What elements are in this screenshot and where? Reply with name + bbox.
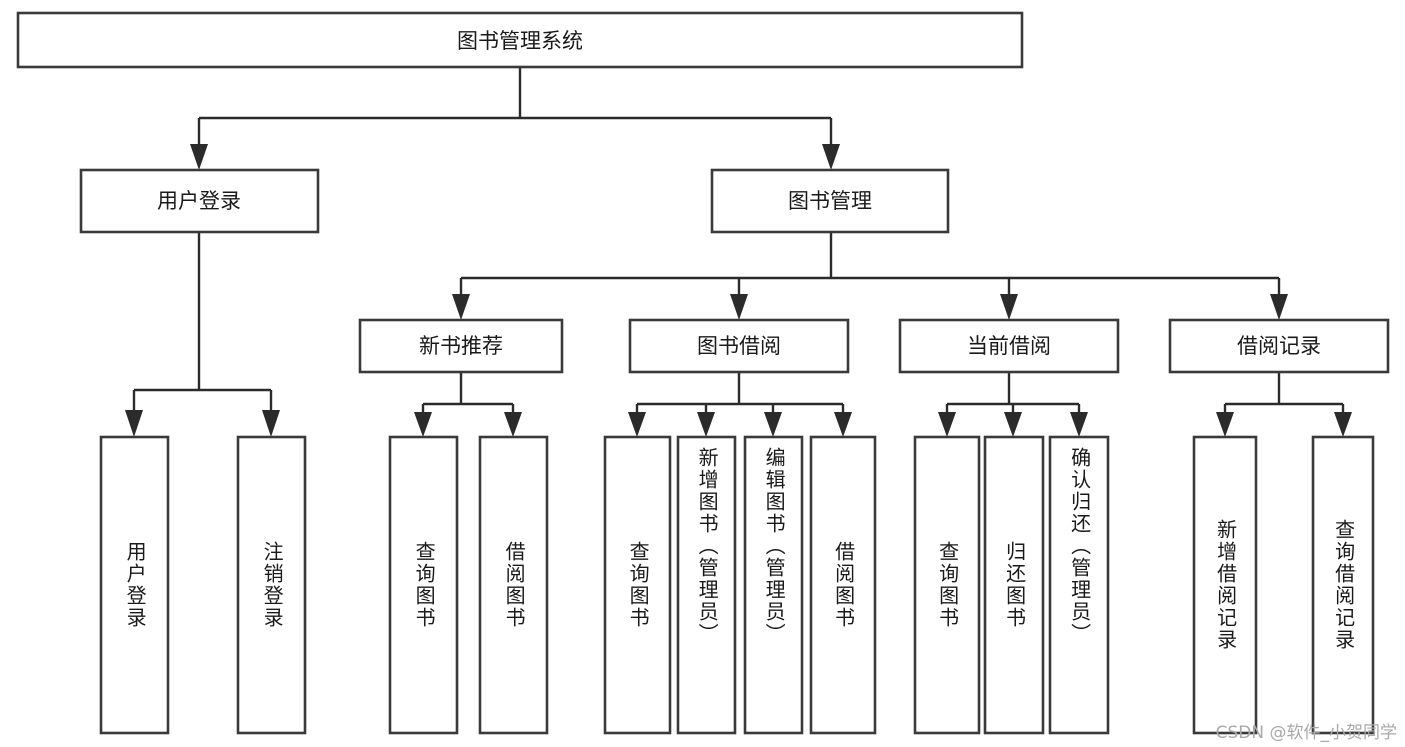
leaf-box-bb-query-book[interactable] bbox=[603, 435, 672, 735]
node-user-login[interactable]: 用户登录 bbox=[79, 168, 320, 234]
node-current-borrow-label: 当前借阅 bbox=[967, 334, 1051, 358]
watermark-text: CSDN @软件_小贺同学 bbox=[1215, 723, 1397, 743]
arrow-head-cb-leaf-1 bbox=[938, 412, 956, 437]
arrow-head-cb-leaf-3 bbox=[1070, 412, 1088, 437]
arrow-head-leaf-user-login bbox=[125, 410, 143, 437]
arrow-head-user-login bbox=[190, 144, 208, 170]
arrow-head-br-leaf-2 bbox=[1334, 412, 1352, 437]
leaf-box-bb-edit-book[interactable] bbox=[743, 435, 804, 735]
node-root-box[interactable] bbox=[16, 11, 1024, 69]
node-book-management-box[interactable] bbox=[710, 168, 950, 234]
node-current-borrow-box[interactable] bbox=[898, 318, 1120, 374]
arrow-head-current-borrow bbox=[1000, 294, 1018, 320]
node-new-book-recommend[interactable]: 新书推荐 bbox=[358, 318, 564, 374]
arrow-head-new-book bbox=[452, 294, 470, 320]
arrow-head-leaf-logout bbox=[262, 410, 280, 437]
node-root[interactable]: 图书管理系统 bbox=[16, 11, 1024, 69]
leaf-box-bb-add-book[interactable] bbox=[676, 435, 737, 735]
leaf-box-bb-borrow-book[interactable] bbox=[809, 435, 877, 735]
node-user-login-box[interactable] bbox=[79, 168, 320, 234]
node-root-label: 图书管理系统 bbox=[457, 29, 583, 53]
node-book-borrow[interactable]: 图书借阅 bbox=[628, 318, 850, 374]
leaf-box-nb-borrow-book[interactable] bbox=[478, 435, 549, 735]
arrow-head-bb-leaf-1 bbox=[628, 412, 646, 437]
leaf-box-nb-query-book[interactable] bbox=[388, 435, 459, 735]
arrow-head-br-leaf-1 bbox=[1216, 412, 1234, 437]
leaf-box-br-add-record[interactable] bbox=[1192, 435, 1258, 735]
node-new-book-recommend-label: 新书推荐 bbox=[419, 334, 503, 358]
node-current-borrow[interactable]: 当前借阅 bbox=[898, 318, 1120, 374]
node-book-management-label: 图书管理 bbox=[788, 189, 872, 213]
arrow-head-cb-leaf-2 bbox=[1004, 412, 1022, 437]
arrow-head-nb-leaf-1 bbox=[414, 412, 432, 437]
node-new-book-recommend-box[interactable] bbox=[358, 318, 564, 374]
leaf-box-br-query-record[interactable] bbox=[1311, 435, 1375, 735]
arrow-head-bb-leaf-2 bbox=[697, 412, 715, 437]
arrow-head-borrow-record bbox=[1270, 294, 1288, 320]
leaf-box-cb-return-book[interactable] bbox=[983, 435, 1045, 735]
arrow-head-bb-leaf-3 bbox=[764, 412, 782, 437]
node-borrow-record-box[interactable] bbox=[1168, 318, 1390, 374]
arrow-head-nb-leaf-2 bbox=[504, 412, 522, 437]
node-user-login-label: 用户登录 bbox=[157, 189, 241, 213]
leaf-box-logout[interactable] bbox=[236, 435, 307, 735]
arrow-head-bb-leaf-4 bbox=[834, 412, 852, 437]
arrow-head-book-borrow bbox=[730, 294, 748, 320]
connector-group bbox=[125, 67, 1352, 437]
arrow-head-book-mgmt bbox=[822, 144, 840, 170]
node-book-borrow-label: 图书借阅 bbox=[697, 334, 781, 358]
node-book-management[interactable]: 图书管理 bbox=[710, 168, 950, 234]
leaf-box-group bbox=[99, 435, 1375, 735]
leaf-box-cb-query-book[interactable] bbox=[913, 435, 981, 735]
leaf-box-user-login[interactable] bbox=[99, 435, 170, 735]
node-book-borrow-box[interactable] bbox=[628, 318, 850, 374]
node-borrow-record-label: 借阅记录 bbox=[1237, 334, 1321, 358]
node-borrow-record[interactable]: 借阅记录 bbox=[1168, 318, 1390, 374]
leaf-box-cb-confirm-return[interactable] bbox=[1048, 435, 1110, 735]
